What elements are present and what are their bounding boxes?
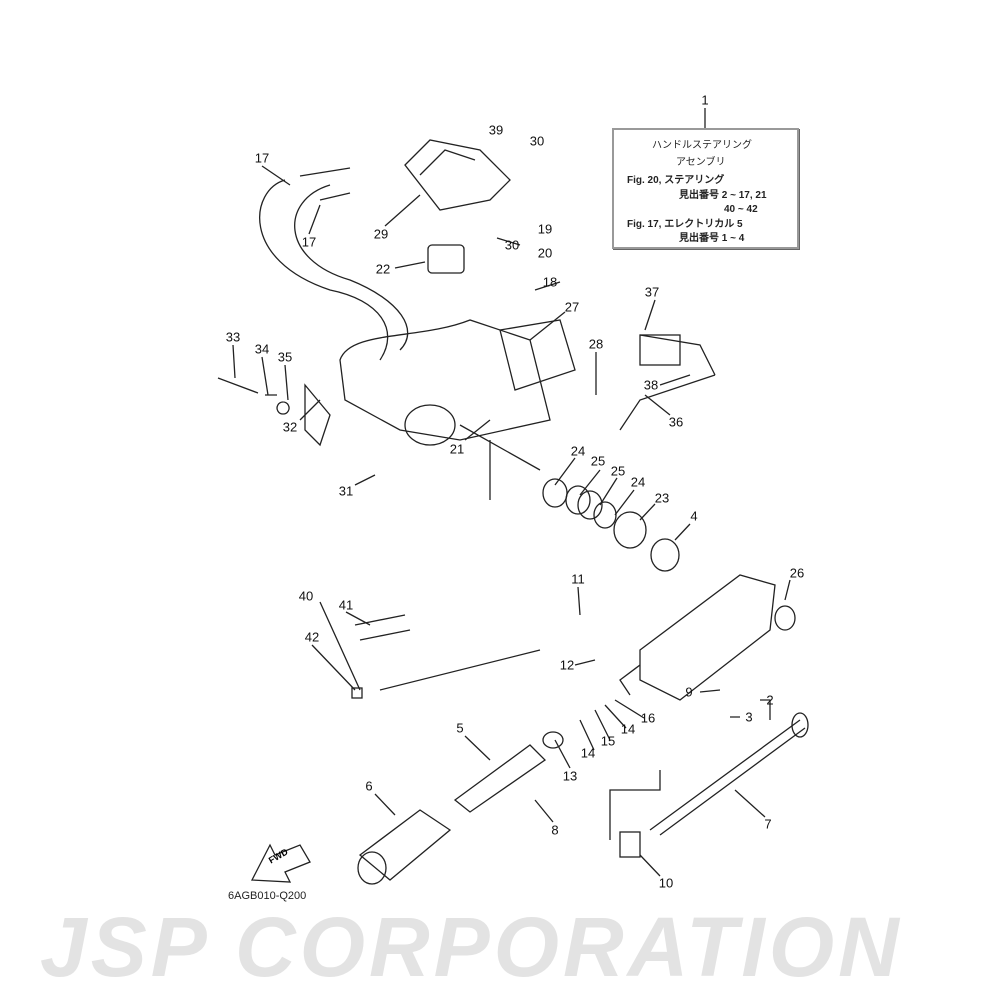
- part-callout[interactable]: 33: [225, 329, 241, 345]
- part-callout[interactable]: 36: [668, 414, 684, 430]
- part-callout[interactable]: 5: [456, 720, 464, 736]
- part-callout[interactable]: 1: [701, 92, 709, 108]
- part-callout[interactable]: 29: [373, 226, 389, 242]
- diagram-code: 6AGB010-Q200: [228, 890, 307, 902]
- part-callout[interactable]: 15: [600, 733, 616, 749]
- part-callout[interactable]: 21: [449, 441, 465, 457]
- part-callout[interactable]: 25: [590, 453, 606, 469]
- part-callout[interactable]: 16: [640, 710, 656, 726]
- assembly-note-box: ハンドルステアリング アセンブリ Fig. 20, ステアリング 見出番号 2 …: [612, 128, 799, 249]
- watermark: JSP CORPORATION: [40, 900, 903, 994]
- part-callout[interactable]: 11: [571, 571, 585, 587]
- note-line: 40 ~ 42: [724, 204, 758, 215]
- part-callout[interactable]: 42: [304, 629, 320, 645]
- part-callout[interactable]: 40: [298, 588, 314, 604]
- note-line: ハンドルステアリング: [652, 140, 752, 151]
- part-callout[interactable]: 17: [301, 234, 317, 250]
- part-callout[interactable]: 28: [588, 336, 604, 352]
- part-callout[interactable]: 32: [282, 419, 298, 435]
- note-line: アセンブリ: [676, 157, 726, 168]
- part-callout[interactable]: 34: [254, 341, 270, 357]
- part-callout[interactable]: 7: [764, 816, 772, 832]
- part-callout[interactable]: 12: [559, 657, 575, 673]
- part-callout[interactable]: 8: [551, 822, 559, 838]
- part-callout[interactable]: 35: [277, 349, 293, 365]
- part-callout[interactable]: 23: [654, 490, 670, 506]
- part-callout[interactable]: 14: [580, 745, 596, 761]
- part-callout[interactable]: 14: [620, 721, 636, 737]
- part-callout[interactable]: 3: [745, 709, 753, 725]
- part-callout[interactable]: 6: [365, 778, 373, 794]
- note-line: 見出番号 1 ~ 4: [679, 233, 745, 244]
- part-callout[interactable]: 30: [529, 133, 545, 149]
- part-callout[interactable]: 4: [690, 508, 698, 524]
- part-callout[interactable]: 9: [685, 684, 693, 700]
- part-callout[interactable]: 30: [504, 237, 520, 253]
- part-callout[interactable]: 17: [254, 150, 270, 166]
- part-callout[interactable]: 24: [630, 474, 646, 490]
- part-callout[interactable]: 2: [766, 692, 774, 708]
- part-callout[interactable]: 31: [338, 483, 354, 499]
- note-line: Fig. 20, ステアリング: [627, 175, 725, 186]
- part-callout[interactable]: 41: [338, 597, 354, 613]
- part-callout[interactable]: 26: [789, 565, 805, 581]
- part-callout[interactable]: 38: [643, 377, 659, 393]
- part-callout[interactable]: 18: [542, 274, 558, 290]
- part-callout[interactable]: 10: [658, 875, 674, 891]
- note-line: Fig. 17, エレクトリカル 5: [627, 219, 743, 230]
- note-line: 見出番号 2 ~ 17, 21: [679, 190, 767, 201]
- part-callout[interactable]: 13: [562, 768, 578, 784]
- part-callout[interactable]: 24: [570, 443, 586, 459]
- part-callout[interactable]: 25: [610, 463, 626, 479]
- part-callout[interactable]: 22: [375, 261, 391, 277]
- part-callout[interactable]: 39: [488, 122, 504, 138]
- part-callout[interactable]: 19: [537, 221, 553, 237]
- part-callout[interactable]: 27: [564, 299, 580, 315]
- part-callout[interactable]: 20: [537, 245, 553, 261]
- part-callout[interactable]: 37: [644, 284, 660, 300]
